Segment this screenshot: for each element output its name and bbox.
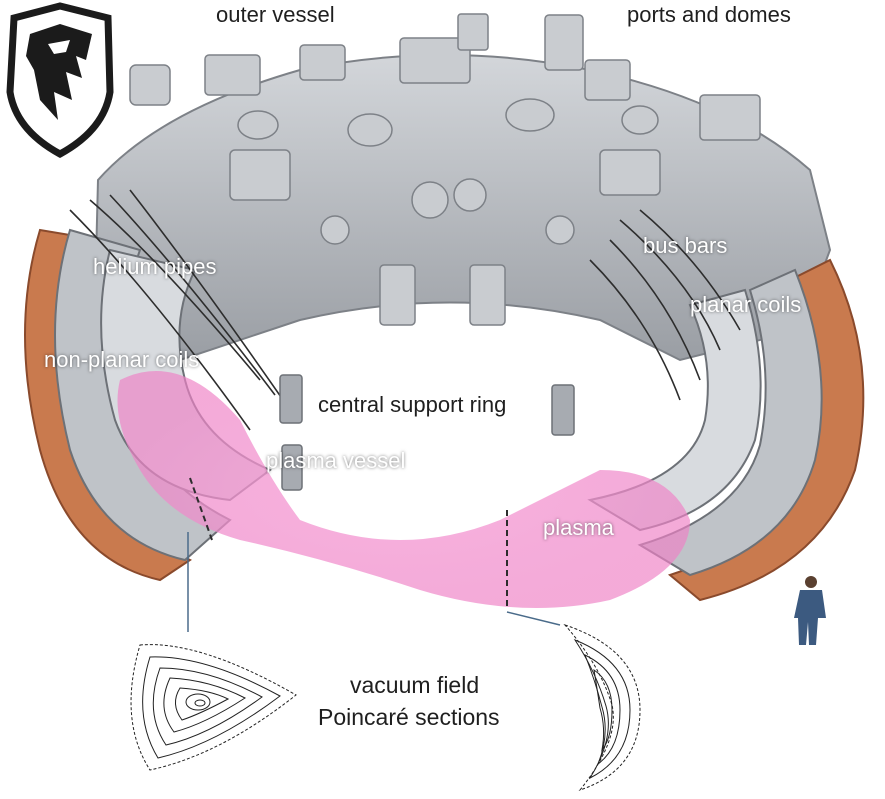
- poincare-section-left: [130, 644, 297, 771]
- human-scale-figure: [783, 571, 843, 647]
- lion-shield-logo: [6, 2, 114, 158]
- vacuum-field-label: vacuum field: [350, 672, 480, 698]
- bus-bars-label: bus bars: [643, 233, 728, 258]
- helium-pipes-label: helium pipes: [93, 254, 217, 279]
- central-support-ring: [279, 374, 575, 491]
- plasma-vessel-label: plasma vessel: [266, 448, 406, 473]
- plasma-label: plasma: [543, 515, 614, 540]
- outer-vessel: [93, 13, 832, 362]
- non-planar-coils-label: non-planar coils: [44, 347, 200, 372]
- central-support-ring-label: central support ring: [318, 392, 507, 417]
- ports-and-domes-label: ports and domes: [627, 2, 791, 27]
- poincare-sections-label: Poincaré sections: [318, 704, 500, 730]
- planar-coils-label: planar coils: [690, 292, 802, 317]
- plasma-ring: [117, 371, 690, 608]
- outer-vessel-label: outer vessel: [216, 2, 335, 27]
- section-markers: [187, 477, 561, 632]
- poincare-section-right: [563, 623, 641, 792]
